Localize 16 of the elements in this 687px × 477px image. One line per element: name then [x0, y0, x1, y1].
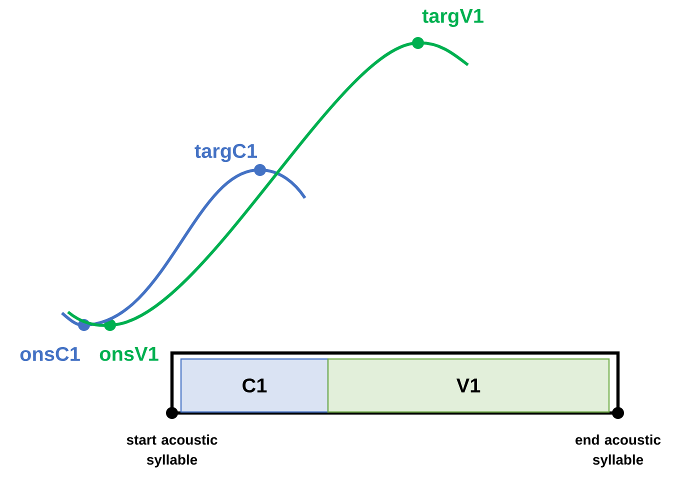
segment-box: V1 — [327, 358, 610, 413]
point-label: onsV1 — [100, 347, 158, 361]
point-dot — [612, 406, 624, 419]
point-dot — [104, 318, 116, 331]
point-dot — [412, 37, 424, 49]
point-dot — [78, 318, 90, 331]
trajectory-curve — [60, 168, 306, 327]
point-label: targV1 — [422, 9, 484, 27]
trajectory-curve — [66, 42, 470, 327]
segment-box: C1 — [180, 358, 329, 413]
point-label: end acoustic syllable — [576, 434, 661, 468]
point-label: targC1 — [194, 144, 257, 162]
point-label: start acoustic syllable — [126, 434, 218, 468]
point-dot — [254, 164, 266, 176]
point-dot — [166, 406, 178, 419]
point-label: onsC1 — [20, 346, 80, 362]
